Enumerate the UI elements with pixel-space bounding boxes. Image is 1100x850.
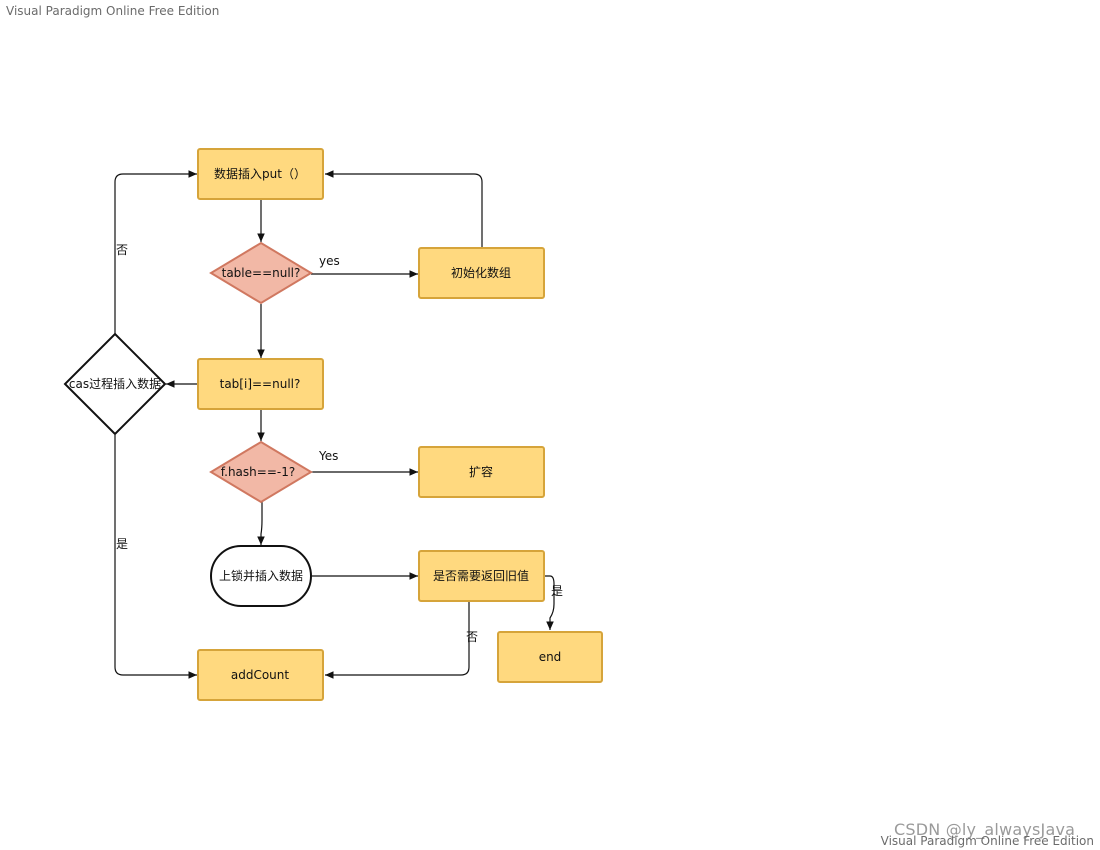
node-lock-insert-label: 上锁并插入数据 [219, 568, 303, 583]
watermark-top: Visual Paradigm Online Free Edition [6, 4, 220, 18]
edges [114, 170, 555, 679]
node-lock-insert: 上锁并插入数据 [210, 545, 312, 607]
edge-hash-to-lock [257, 502, 265, 545]
node-end-label: end [539, 650, 562, 664]
node-add-count: addCount [197, 649, 324, 701]
watermark-bottom: Visual Paradigm Online Free Edition [880, 834, 1094, 848]
node-resize-label: 扩容 [469, 464, 493, 479]
edge-init-to-put [325, 170, 483, 248]
label-yes-return: 是 [551, 584, 563, 598]
node-end: end [497, 631, 603, 683]
node-hash-label: f.hash==-1? [221, 465, 295, 479]
edge-cas-to-addcount [114, 435, 197, 679]
node-return-old: 是否需要返回旧值 [418, 550, 545, 602]
node-init-array-label: 初始化数组 [451, 265, 511, 280]
node-table-null-label: table==null? [222, 266, 301, 280]
node-tab-null-label: tab[i]==null? [220, 377, 301, 391]
label-yes-cas: 是 [116, 537, 128, 551]
node-cas-insert-decision: cas过程插入数据 [63, 332, 167, 436]
edge-return-to-end [545, 575, 555, 630]
node-cas-insert-label: cas过程插入数据 [69, 376, 161, 391]
edge-cas-to-put [114, 170, 197, 334]
node-resize: 扩容 [418, 446, 545, 498]
node-put: 数据插入put（） [197, 148, 324, 200]
node-init-array: 初始化数组 [418, 247, 545, 299]
label-no-return: 否 [466, 630, 478, 644]
edge-return-to-addcount [325, 602, 470, 679]
node-hash-decision: f.hash==-1? [209, 440, 313, 504]
node-table-null-decision: table==null? [209, 241, 313, 305]
node-add-count-label: addCount [231, 668, 290, 682]
csdn-watermark: CSDN @ly_alwaysJava [894, 820, 1076, 839]
node-put-label: 数据插入put（） [214, 166, 306, 181]
node-return-old-label: 是否需要返回旧值 [433, 568, 529, 583]
label-yes-hash: Yes [318, 449, 338, 463]
label-yes-table: yes [319, 254, 340, 268]
label-no-cas: 否 [116, 243, 128, 257]
node-tab-null: tab[i]==null? [197, 358, 324, 410]
